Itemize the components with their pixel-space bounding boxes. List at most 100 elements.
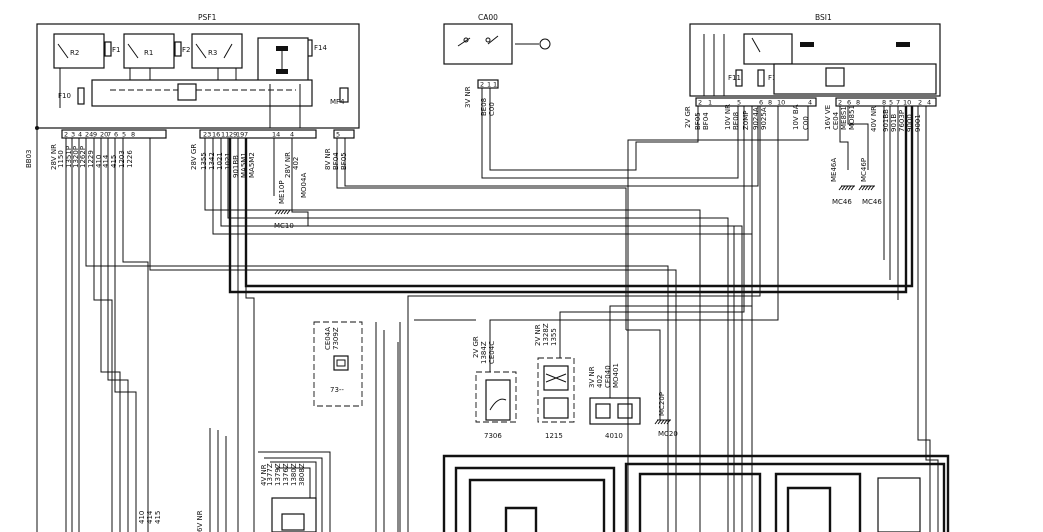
wire-label: 1384Z bbox=[480, 341, 488, 364]
ca00-pin-number: 1 bbox=[493, 81, 497, 89]
component-4010: 4010 bbox=[589, 397, 641, 440]
psf1-pin-number: 5 bbox=[336, 131, 340, 139]
psf1-pin-number: 20 bbox=[100, 131, 108, 139]
wire-label: BF04 bbox=[702, 112, 710, 130]
ca00-pin-number: 1 bbox=[487, 81, 491, 89]
wire-label: 1379Z bbox=[274, 463, 282, 486]
psf1-pin-number: 4 bbox=[290, 131, 294, 139]
wire-layer bbox=[36, 88, 939, 532]
wire-label: 9025A bbox=[760, 107, 768, 130]
wire bbox=[344, 106, 759, 187]
wire-label: 1320P bbox=[72, 146, 80, 168]
wire-label: 1262P bbox=[79, 146, 87, 168]
connector-label: 6V NR bbox=[196, 510, 204, 532]
psf1-pin-number: 3 bbox=[71, 131, 75, 139]
psf1-pin-number: 24 bbox=[85, 131, 93, 139]
connector-label: 3V NR bbox=[588, 366, 596, 388]
wire-label: BE08 bbox=[732, 112, 740, 130]
bsi1-pin-number: 4 bbox=[927, 99, 931, 107]
ground-code: MC46P bbox=[860, 158, 868, 182]
wire-label: 1226 bbox=[126, 150, 134, 168]
wire bbox=[291, 138, 735, 532]
key-icon bbox=[515, 38, 551, 50]
bsi1-pin-number: 4 bbox=[808, 99, 812, 107]
wire-label: 1203 bbox=[118, 150, 126, 168]
wire-label: C00 bbox=[488, 102, 496, 116]
connector-label: 28V GR bbox=[190, 144, 198, 170]
bsi1-pin-number: 10 bbox=[903, 99, 911, 107]
wire bbox=[559, 106, 745, 358]
wire-label: 1021 bbox=[224, 152, 232, 170]
component-7306-id: 7306 bbox=[484, 432, 502, 440]
wire bbox=[917, 106, 931, 532]
wire-label: BF05 bbox=[340, 152, 348, 170]
wire-label: 1328Z bbox=[542, 323, 550, 346]
bsi1-pin-number: 5 bbox=[737, 99, 741, 107]
ground-mc46-a-icon bbox=[838, 185, 855, 191]
bsi1-title: BSI1 bbox=[815, 13, 832, 22]
connector-label: 2V NR bbox=[534, 324, 542, 346]
wire-label: 9024A bbox=[752, 107, 760, 130]
ground-label: MC10 bbox=[274, 222, 294, 230]
wire-label: BF04 bbox=[332, 152, 340, 170]
wire-label: 402 bbox=[292, 157, 300, 170]
wire bbox=[114, 138, 137, 532]
wire-label: CE04C bbox=[488, 341, 496, 364]
wire bbox=[149, 138, 677, 532]
wire bbox=[122, 138, 149, 532]
wire bbox=[204, 138, 701, 532]
bsi1-pin-number: 8 bbox=[856, 99, 860, 107]
harness-wire bbox=[504, 506, 538, 532]
wire bbox=[212, 138, 753, 532]
wire bbox=[407, 106, 761, 532]
connector-label: 28V NR bbox=[284, 152, 292, 178]
wire-label: 9001 bbox=[914, 114, 922, 132]
component-73-id: 73-- bbox=[330, 386, 344, 394]
psf1-module: PSF1 R2 R1 R3 F1 F2 F10 F14 MF4 bbox=[35, 13, 360, 139]
connector-label: 2V GR bbox=[472, 336, 480, 358]
ground-mc10-icon bbox=[274, 209, 291, 215]
wire-label: BF05 bbox=[694, 112, 702, 130]
bsi1-pin-number: 8 bbox=[768, 99, 772, 107]
wire bbox=[609, 106, 753, 398]
psf1-pin-row bbox=[61, 129, 355, 139]
harness-wire bbox=[442, 454, 950, 532]
wire-label: 3808Z bbox=[298, 463, 306, 486]
ground-mc46-b-icon bbox=[858, 185, 875, 191]
connector-label: 4V NR bbox=[260, 464, 268, 486]
psf1-pin-number: 16 bbox=[212, 131, 220, 139]
psf1-pin-number: 9 bbox=[93, 131, 97, 139]
bsi1-pin-number: 2 bbox=[838, 99, 842, 107]
wire-label: BE08 bbox=[480, 98, 488, 116]
wire bbox=[626, 329, 661, 420]
wire-label: CE04 bbox=[832, 111, 840, 130]
wire-label: 414 bbox=[102, 154, 110, 168]
harness-wire bbox=[228, 106, 908, 294]
ground-code: ME10P bbox=[278, 180, 286, 204]
component-7306: 7306 bbox=[475, 371, 517, 440]
bsi1-pin-number: 1 bbox=[708, 99, 712, 107]
relay-r3: R3 bbox=[208, 49, 217, 57]
fuse-f1: F1 bbox=[112, 46, 120, 54]
component-4010-id: 4010 bbox=[605, 432, 623, 440]
psf1-pin-number: 4 bbox=[78, 131, 82, 139]
fuse-f11: F11 bbox=[728, 74, 741, 82]
wire-label: 7309Z bbox=[332, 327, 340, 350]
wire-label: MA5M1 bbox=[240, 152, 248, 178]
wire-label: Z0MP bbox=[742, 110, 750, 130]
psf1-pin-number: 23 bbox=[203, 131, 211, 139]
wire bbox=[100, 138, 121, 532]
harness-wire bbox=[638, 472, 762, 532]
wire bbox=[847, 106, 869, 170]
wire-label: CE04A bbox=[324, 327, 332, 350]
wire bbox=[258, 451, 331, 532]
component-1215: 1215 bbox=[537, 357, 575, 440]
wire-label: 414 bbox=[146, 510, 154, 524]
wire bbox=[93, 138, 113, 532]
psf1-pin-number: 2 bbox=[64, 131, 68, 139]
ca00-title: CA00 bbox=[478, 13, 498, 22]
